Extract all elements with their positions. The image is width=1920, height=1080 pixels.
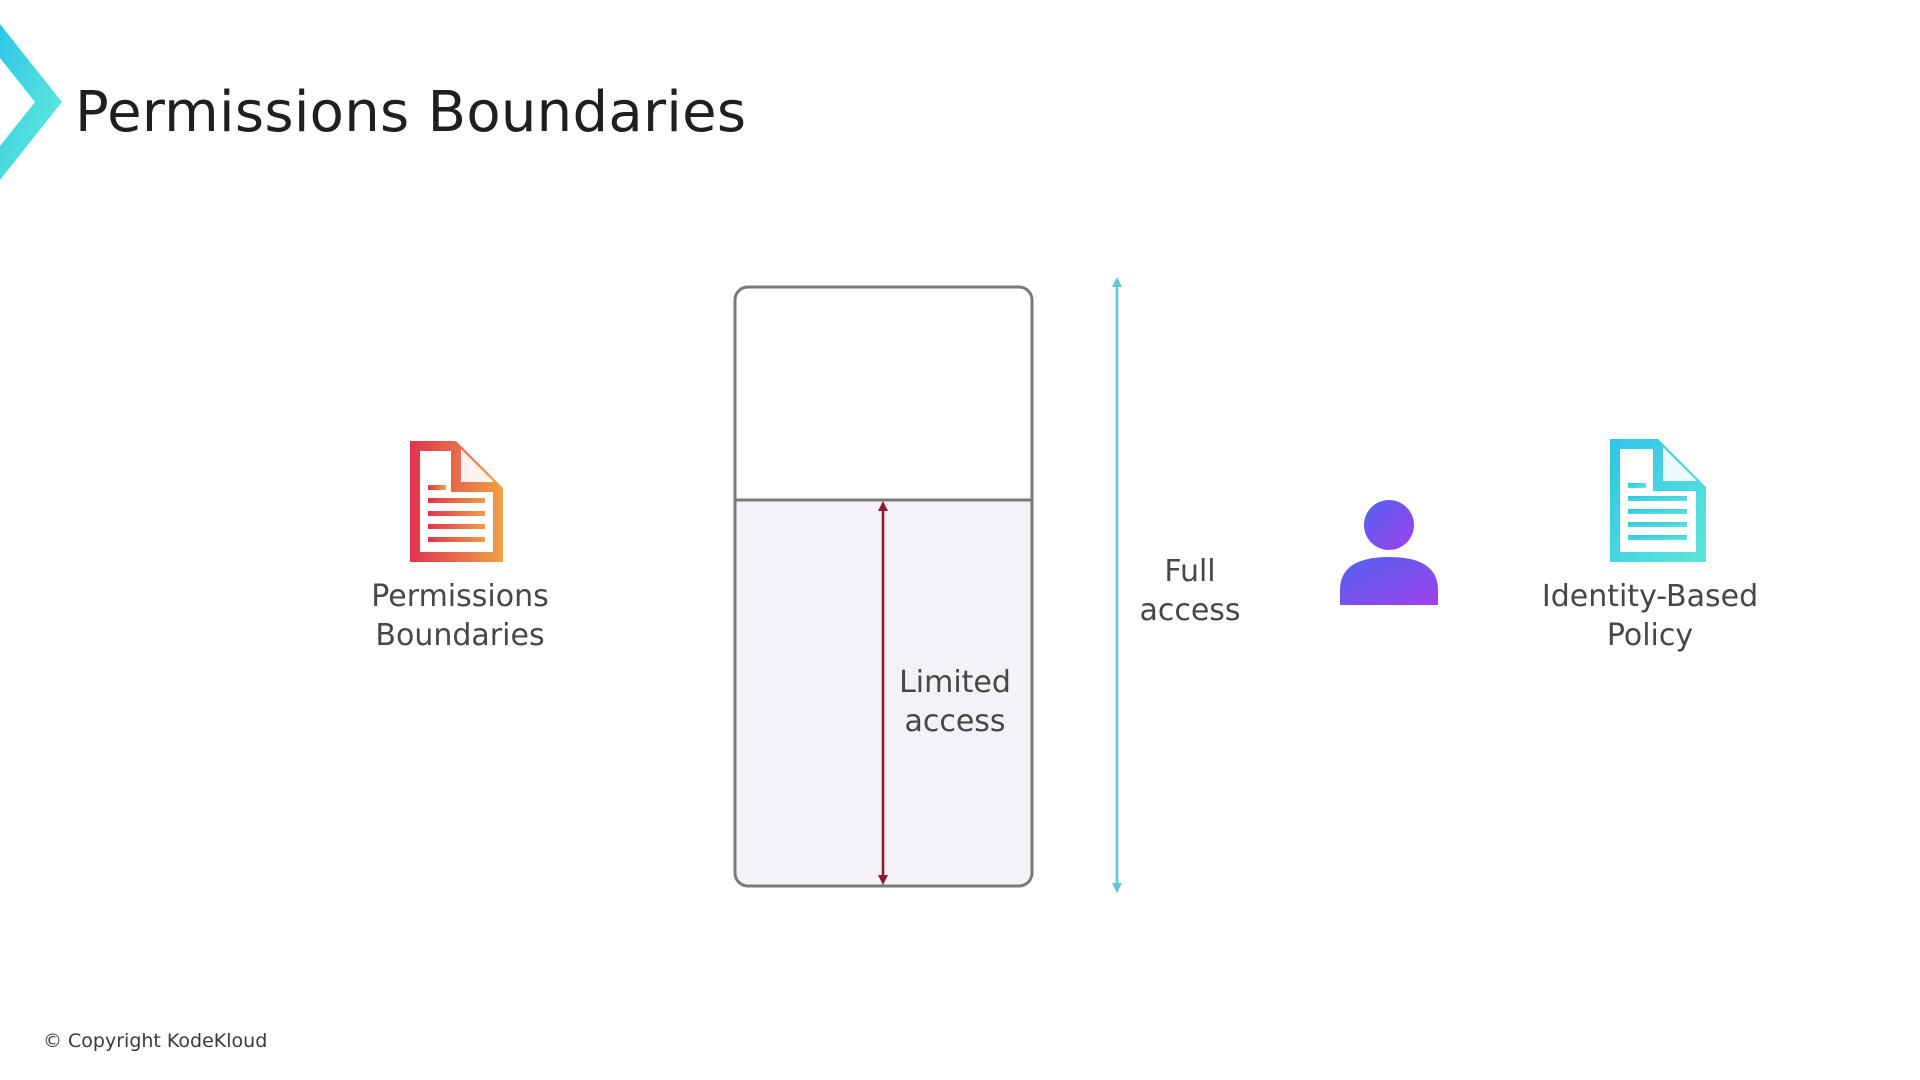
brand-chevron-icon: [0, 24, 62, 180]
identity-policy-label: Identity-Based Policy: [1541, 579, 1759, 653]
copyright-footer: © Copyright KodeKloud: [43, 1030, 268, 1052]
identity-policy-document-icon: [1610, 439, 1706, 562]
limited-access-label: Limited access: [899, 665, 1011, 739]
page-title: Permissions Boundaries: [75, 80, 747, 145]
permissions-boundary-label: Permissions Boundaries: [371, 579, 549, 653]
full-access-label: Full access: [1139, 554, 1241, 628]
permissions-boundary-document-icon: [410, 441, 503, 562]
user-icon: [1340, 500, 1438, 605]
